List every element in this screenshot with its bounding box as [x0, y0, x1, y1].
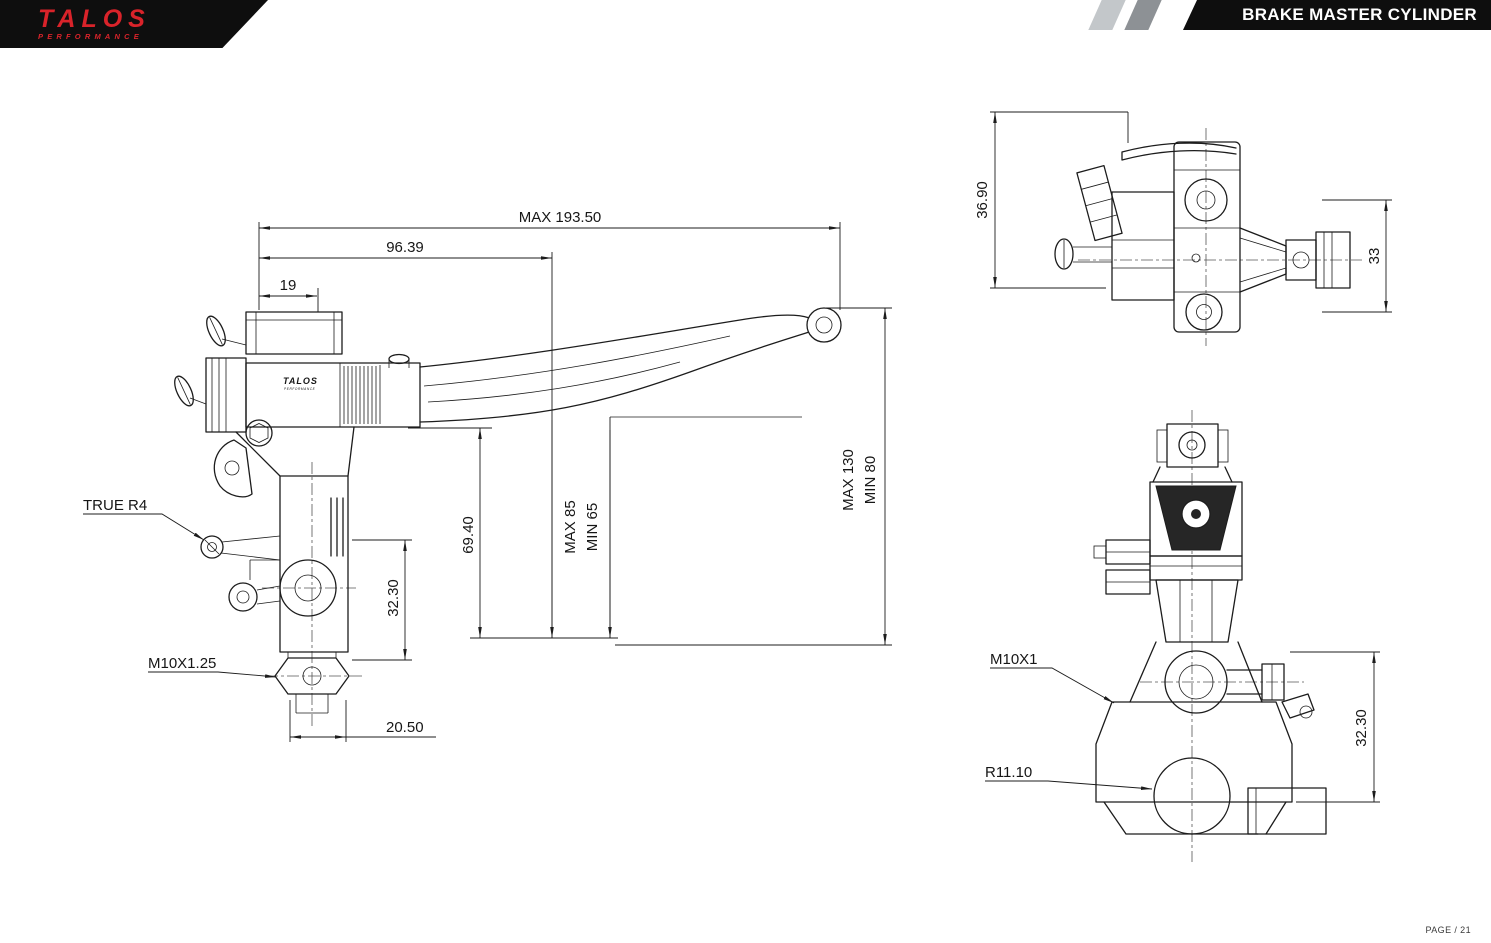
dim-reach-max: MAX 85	[562, 500, 579, 553]
dim-lever-pad: 96.39	[386, 239, 424, 256]
dim-reach-min: MIN 65	[584, 503, 601, 551]
dim-pivot-offset: 19	[280, 277, 297, 294]
dim-lower-height: 32.30	[385, 579, 402, 617]
master-cylinder-body	[205, 353, 421, 498]
reservoir-mount	[245, 311, 343, 355]
page-title: BRAKE MASTER CYLINDER	[1242, 5, 1477, 24]
brand-logo: TALOS	[38, 5, 151, 33]
dim-clamp-height: 32.30	[1353, 709, 1370, 747]
top-view: 36.90 33	[974, 111, 1392, 346]
dim-outlet-width: 20.50	[386, 719, 424, 736]
front-view-part	[1093, 423, 1327, 835]
dim-body-width: 36.90	[974, 181, 991, 219]
page-number: PAGE / 21	[1425, 925, 1471, 935]
front-view-dimensions: M10X1 R11.10 32.30	[985, 651, 1380, 803]
body-logo-tagline: PERFORMANCE	[284, 387, 316, 391]
label-true-radius: TRUE R4	[83, 497, 147, 514]
side-view: TALOS PERFORMANCE MAX 193.50 96.39 19 69…	[83, 209, 892, 742]
dim-tip-min: MIN 80	[862, 456, 879, 504]
brand-tagline: PERFORMANCE	[38, 32, 143, 41]
brand-banner: TALOS PERFORMANCE	[0, 0, 268, 48]
label-clamp-thread: M10X1	[990, 651, 1038, 668]
label-outlet-thread: M10X1.25	[148, 655, 216, 672]
top-view-dimensions: 36.90 33	[974, 111, 1392, 313]
dim-body-height: 69.40	[460, 516, 477, 554]
lower-cylinder	[200, 475, 350, 714]
side-view-dimensions: MAX 193.50 96.39 19 69.40 MAX 85 MIN 65 …	[83, 209, 892, 742]
body-logo: TALOS	[283, 376, 318, 386]
top-view-part	[1054, 141, 1351, 333]
dim-tip-max: MAX 130	[840, 449, 857, 511]
page-title-banner: BRAKE MASTER CYLINDER	[1183, 0, 1491, 30]
front-view: M10X1 R11.10 32.30	[985, 410, 1380, 862]
label-bore-radius: R11.10	[985, 764, 1032, 781]
clamp-screws	[174, 315, 247, 407]
brake-lever	[419, 307, 842, 423]
dim-overall-length: MAX 193.50	[519, 209, 602, 226]
dim-bolt-spacing: 33	[1366, 248, 1383, 265]
